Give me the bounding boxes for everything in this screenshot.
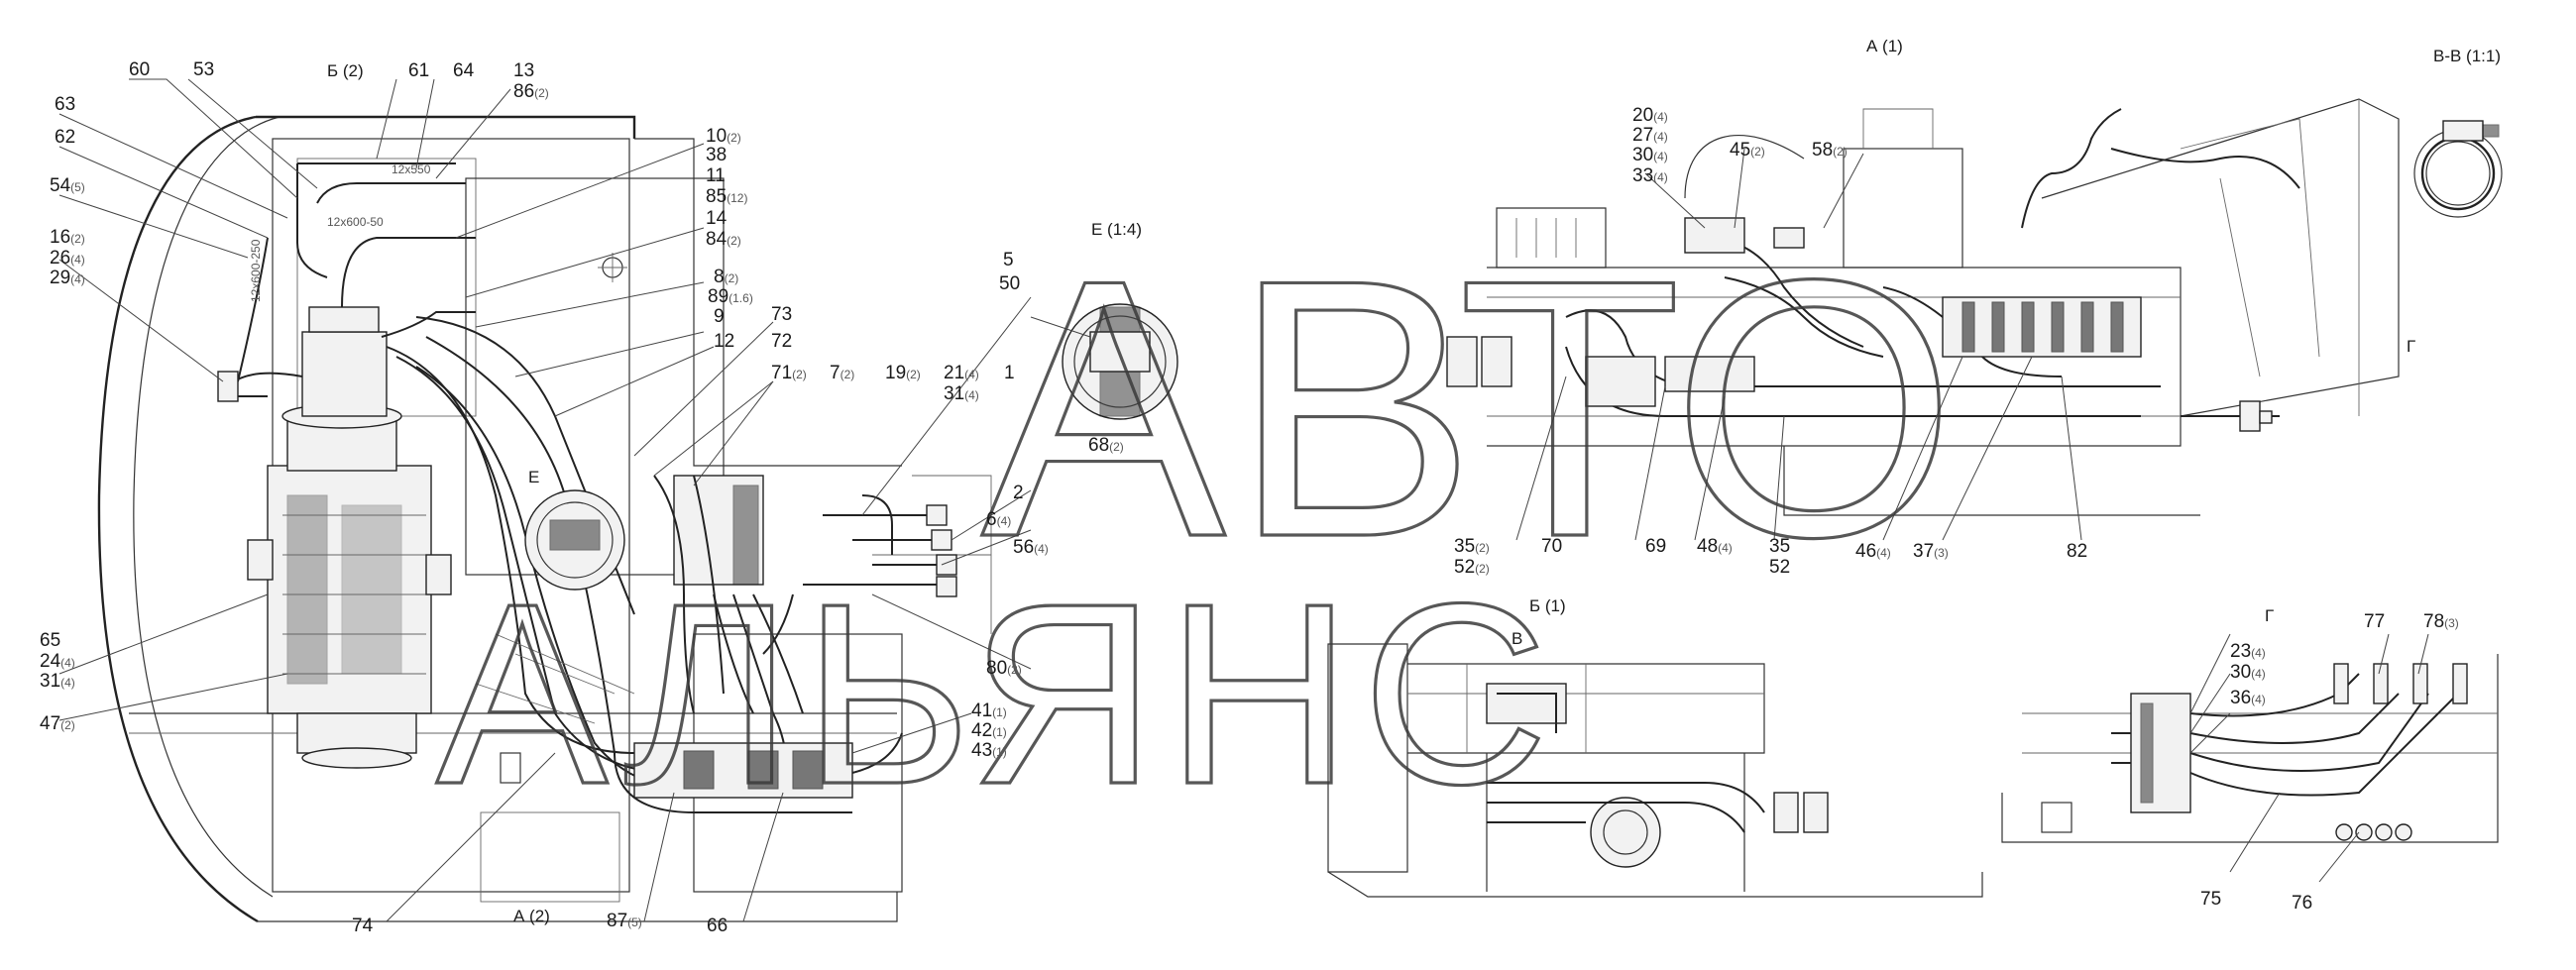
watermark-line2: АЛЬЯНС <box>436 551 1558 838</box>
callout-labels: 60 53 61 64 13 86(2) 63 62 54(5) 16(2) 2… <box>40 59 2459 936</box>
callout-label: 70 <box>1541 536 1562 557</box>
callout-label: 50 <box>999 273 1020 294</box>
callout-label: 1 <box>1004 363 1015 383</box>
dimension-note: 12х600-250 <box>249 239 263 302</box>
view-marker-g: Г <box>2407 337 2415 356</box>
callout-label: 80(2) <box>986 658 1022 679</box>
callout-label: 73 <box>771 304 792 325</box>
callout-label: 64 <box>453 60 475 81</box>
callout-label: 63 <box>55 94 75 115</box>
view-marker-v: В <box>1512 629 1522 648</box>
callout-label: 65 <box>40 630 60 651</box>
view-b1 <box>1327 643 1983 898</box>
callout-label: 46(4) <box>1855 541 1891 562</box>
view-title-vv: В-В (1:1) <box>2433 47 2501 65</box>
view-title-b1: Б (1) <box>1529 596 1566 615</box>
callout-label: 26(4) <box>50 248 85 269</box>
callout-label: 82 <box>2067 541 2087 562</box>
view-title-a2: А (2) <box>513 907 550 925</box>
callout-label: 7(2) <box>830 363 854 383</box>
callout-label: 27(4) <box>1632 125 1668 146</box>
callout-label: 76 <box>2292 893 2312 914</box>
callout-label: 8(2) <box>714 267 738 287</box>
view-title-a1: А (1) <box>1866 37 1903 55</box>
callout-label: 62 <box>55 127 75 148</box>
callout-label: 33(4) <box>1632 165 1668 186</box>
callout-label: 52(2) <box>1454 557 1490 578</box>
callout-label: 30(4) <box>1632 145 1668 165</box>
view-title-e-scale: Е (1:4) <box>1091 220 1142 239</box>
callout-label: 36(4) <box>2230 688 2266 708</box>
detail-g <box>2001 654 2499 843</box>
leader-lines <box>58 78 2429 922</box>
callout-label: 85(12) <box>706 186 747 207</box>
callout-label: 77 <box>2364 611 2385 632</box>
view-title-g-detail: Г <box>2265 606 2274 625</box>
callout-label: 86(2) <box>513 81 549 102</box>
callout-label: 54(5) <box>50 175 85 196</box>
callout-label: 35(2) <box>1454 536 1490 557</box>
view-title-b2: Б (2) <box>327 61 364 80</box>
callout-label: 29(4) <box>50 268 85 288</box>
callout-label: 60 <box>129 59 150 80</box>
callout-label: 84(2) <box>706 229 741 250</box>
dimension-note: 12х600-50 <box>327 215 384 229</box>
callout-label: 53 <box>193 59 214 80</box>
callout-label: 19(2) <box>885 363 921 383</box>
view-a1 <box>1446 98 2400 516</box>
callout-label: 41(1) <box>971 701 1007 721</box>
callout-label: 5 <box>1003 250 1014 270</box>
callout-label: 23(4) <box>2230 641 2266 662</box>
callout-label: 89(1.6) <box>708 286 753 307</box>
callout-label: 87(5) <box>607 911 642 931</box>
callout-label: 66 <box>707 916 728 936</box>
callout-label: 45(2) <box>1730 140 1765 161</box>
callout-label: 61 <box>408 60 429 81</box>
callout-label: 75 <box>2200 889 2221 910</box>
dimension-note: 12х550 <box>392 162 431 176</box>
callout-label: 71(2) <box>771 363 807 383</box>
callout-label: 24(4) <box>40 651 75 672</box>
left-main-view <box>97 115 992 923</box>
callout-label: 37(3) <box>1913 541 1949 562</box>
callout-label: 74 <box>352 916 374 936</box>
callout-label: 21(4) <box>944 363 979 383</box>
callout-label: 11 <box>706 165 726 186</box>
callout-label: 43(1) <box>971 740 1007 761</box>
callout-label: 31(4) <box>40 671 75 692</box>
callout-label: 72 <box>771 331 792 352</box>
callout-label: 68(2) <box>1088 435 1124 456</box>
callout-label: 16(2) <box>50 227 85 248</box>
callout-label: 48(4) <box>1697 536 1733 557</box>
callout-label: 2 <box>1013 483 1024 503</box>
callout-label: 9 <box>714 306 725 327</box>
callout-label: 38 <box>706 145 727 165</box>
callout-label: 20(4) <box>1632 105 1668 126</box>
callout-label: 10(2) <box>706 126 741 147</box>
callout-label: 13 <box>513 60 534 81</box>
view-marker-e: Е <box>528 468 539 486</box>
detail-e <box>1062 303 1178 420</box>
watermark-line1: АВТО <box>981 204 1962 613</box>
callout-label: 14 <box>706 208 728 229</box>
callout-label: 30(4) <box>2230 662 2266 683</box>
callout-label: 52 <box>1769 557 1790 578</box>
callout-label: 35 <box>1769 536 1790 557</box>
callout-label: 42(1) <box>971 720 1007 741</box>
callout-label: 58(2) <box>1812 140 1848 161</box>
callout-label: 31(4) <box>944 383 979 404</box>
callout-label: 47(2) <box>40 713 75 734</box>
section-vv <box>2413 120 2503 218</box>
callout-label: 6(4) <box>986 509 1011 530</box>
callout-label: 12 <box>714 331 734 352</box>
callout-label: 56(4) <box>1013 537 1049 558</box>
callout-label: 78(3) <box>2423 611 2459 632</box>
callout-label: 69 <box>1645 536 1666 557</box>
